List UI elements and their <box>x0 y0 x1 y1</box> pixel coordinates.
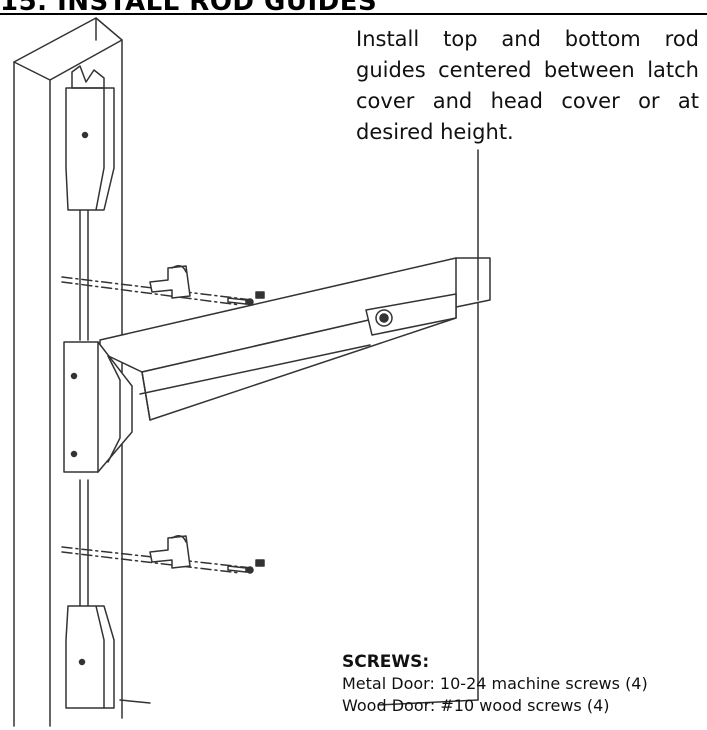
top-rod-guide <box>61 265 265 306</box>
step-title: 15. INSTALL ROD GUIDES <box>0 0 378 17</box>
door-panel <box>119 149 479 706</box>
vertical-rod <box>79 209 89 607</box>
bottom-rod-guide <box>61 535 265 574</box>
metal-door-screws: Metal Door: 10-24 machine screws (4) <box>342 674 648 693</box>
title-underline <box>0 13 707 15</box>
bottom-latch-cover <box>65 605 115 709</box>
instruction-text: Install top and bottom rod guides center… <box>356 27 699 144</box>
screws-info: SCREWS: Metal Door: 10-24 machine screws… <box>342 651 648 717</box>
head-cover <box>63 341 133 473</box>
screws-heading: SCREWS: <box>342 652 430 672</box>
wood-door-screws: Wood Door: #10 wood screws (4) <box>342 696 610 715</box>
top-latch-cover <box>65 65 115 211</box>
